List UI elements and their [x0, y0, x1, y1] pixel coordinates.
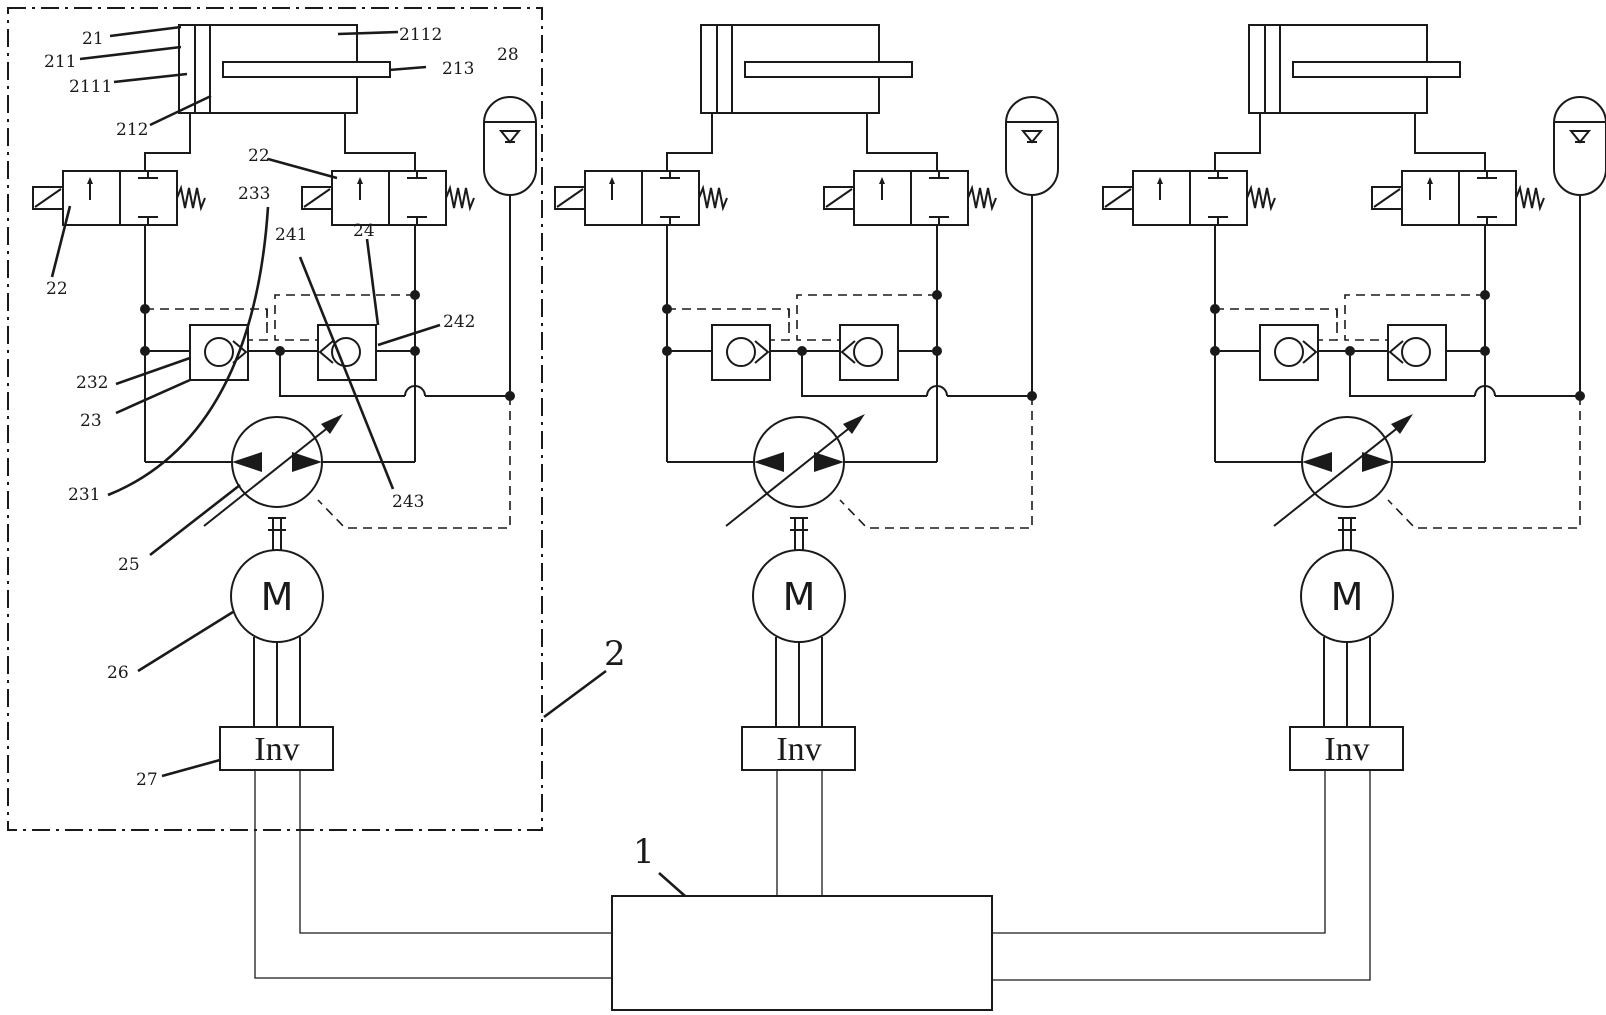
unit-3-motor-label: M [1331, 575, 1364, 619]
unit-2-motor-label: M [783, 575, 816, 619]
callout-2112: 2112 [399, 25, 442, 45]
callout-243: 243 [392, 492, 424, 512]
callout-22-right: 22 [248, 146, 270, 166]
callout-22-left: 22 [46, 279, 68, 299]
wire-unit-1-a [254, 770, 612, 979]
callout-group-2: 2 [604, 634, 626, 674]
unit-3 [1102, 24, 1606, 771]
callout-controller-1: 1 [633, 832, 655, 872]
callout-232: 232 [76, 373, 108, 393]
callout-23: 23 [80, 411, 102, 431]
callout-2111: 2111 [69, 77, 112, 97]
callout-212: 212 [116, 120, 148, 140]
callout-27: 27 [136, 770, 158, 790]
callout-213: 213 [442, 59, 474, 79]
callout-25: 25 [118, 555, 140, 575]
unit-3-inverter-label: Inv [1324, 731, 1369, 768]
callout-26: 26 [107, 663, 129, 683]
callout-24: 24 [353, 221, 375, 241]
wire-unit-3-b [992, 770, 1371, 981]
unit-1-boundary [7, 7, 543, 831]
callout-211: 211 [44, 52, 76, 72]
unit-2 [554, 24, 1059, 771]
controller-box [611, 895, 993, 1011]
leader-lines [50, 25, 686, 897]
callout-231: 231 [68, 485, 100, 505]
callout-233: 233 [238, 184, 270, 204]
wire-unit-1-b [299, 770, 612, 934]
callout-242: 242 [443, 312, 475, 332]
callout-28: 28 [497, 45, 519, 65]
callout-21: 21 [82, 29, 104, 49]
wire-unit-3-a [992, 770, 1326, 934]
unit-1-motor-label: M [261, 575, 294, 619]
unit-2-inverter-label: Inv [776, 731, 821, 768]
unit-1 [32, 24, 537, 771]
unit-1-inverter-label: Inv [254, 731, 299, 768]
callout-241: 241 [275, 225, 307, 245]
